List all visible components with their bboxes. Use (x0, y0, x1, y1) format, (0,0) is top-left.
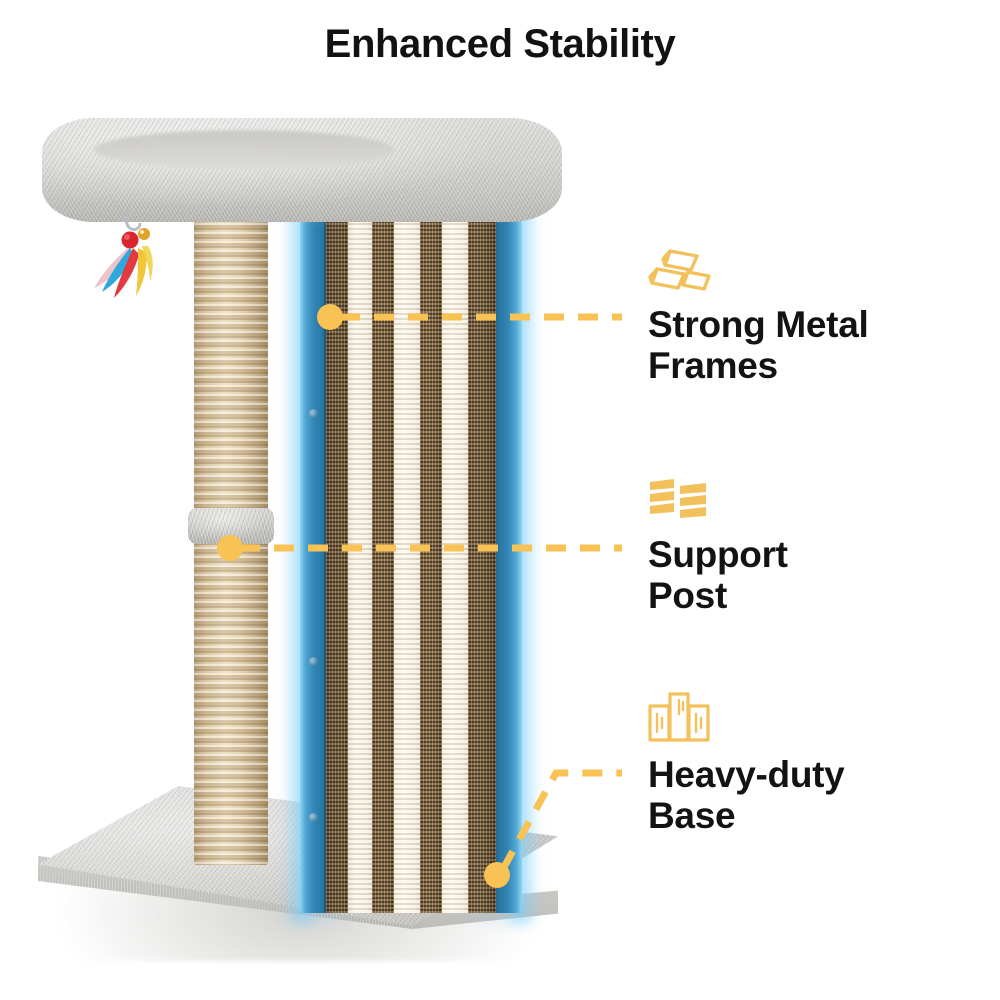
cardboard-stripe (326, 213, 348, 913)
platform-bed-hollow (94, 130, 394, 170)
cardboard-stripe (420, 213, 442, 913)
callout-heavy-duty-base[interactable]: Heavy-duty Base (648, 692, 845, 837)
metal-ingots-icon (648, 249, 711, 291)
callout-label: Support Post (648, 534, 788, 617)
callout-support-post[interactable]: Support Post (648, 478, 788, 617)
cream-stripe (348, 213, 372, 913)
marker-dot-heavy-base[interactable] (484, 862, 510, 888)
callout-strong-metal-frames[interactable]: Strong Metal Frames (648, 248, 869, 387)
rail-screw-icon (309, 813, 318, 822)
cardboard-stripe (468, 213, 496, 913)
cream-stripe (394, 213, 420, 913)
wood-planks-icon (648, 692, 710, 742)
marker-dot-support-post[interactable] (217, 535, 243, 561)
page-title: Enhanced Stability (324, 22, 676, 66)
cardboard-stripe (372, 213, 394, 913)
callout-label: Heavy-duty Base (648, 754, 845, 837)
marker-dot-metal-frames[interactable] (317, 304, 343, 330)
callout-label: Strong Metal Frames (648, 304, 869, 387)
top-plush-platform (36, 113, 568, 229)
stacked-bars-icon (650, 479, 706, 518)
feather-toy (94, 209, 153, 298)
metal-rail-left (300, 213, 326, 913)
product-image (0, 0, 640, 1000)
rail-screw-icon (309, 409, 318, 418)
metal-rail-right (496, 213, 522, 913)
rail-screw-icon (309, 657, 318, 666)
cream-stripe (442, 213, 468, 913)
